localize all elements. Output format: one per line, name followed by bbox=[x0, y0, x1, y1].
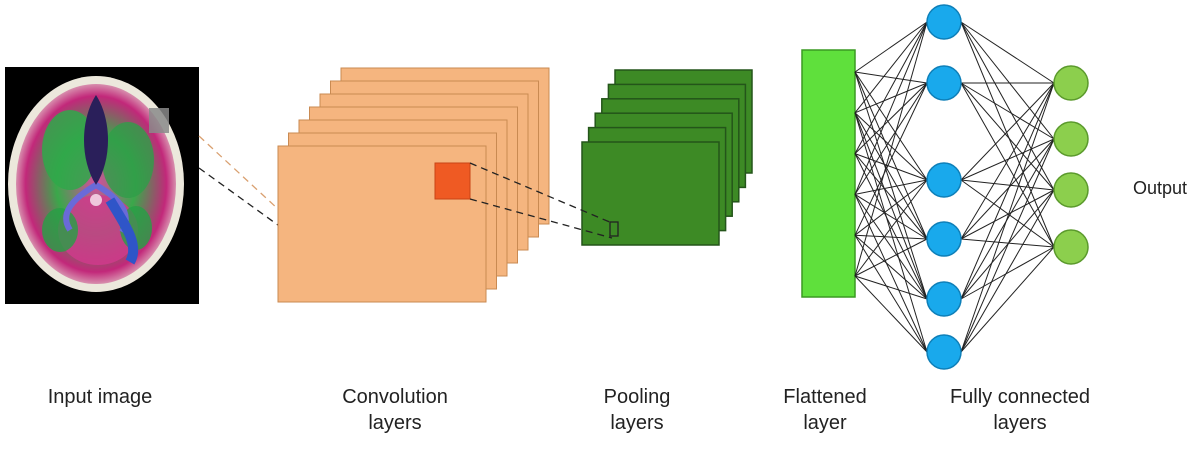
edge-flat-hidden bbox=[854, 179, 928, 236]
convolution-layers bbox=[277, 67, 550, 303]
edge-hidden-output bbox=[960, 82, 1055, 140]
edge-flat-hidden bbox=[854, 21, 928, 114]
edge-flat-hidden bbox=[854, 71, 928, 84]
edge-hidden-output bbox=[960, 189, 1055, 353]
edge-flat-hidden bbox=[854, 179, 928, 277]
edge-flat-hidden bbox=[854, 82, 928, 154]
edge-hidden-output bbox=[960, 82, 1055, 300]
output-node bbox=[1053, 172, 1089, 208]
edge-flat-hidden bbox=[854, 82, 928, 195]
hidden-node bbox=[926, 334, 962, 370]
edge-hidden-output bbox=[960, 138, 1055, 240]
edge-hidden-output bbox=[960, 82, 1055, 353]
hidden-node bbox=[926, 221, 962, 257]
edge-flat-hidden bbox=[854, 71, 928, 300]
label-fully-connected-line1: Fully connected bbox=[949, 386, 1091, 408]
edge-flat-hidden bbox=[854, 153, 928, 181]
output-node bbox=[1053, 229, 1089, 265]
pooling-layer bbox=[581, 141, 720, 246]
output-node bbox=[1053, 65, 1089, 101]
edge-flat-hidden bbox=[854, 275, 928, 300]
edge-hidden-output bbox=[960, 82, 1055, 191]
edge-hidden-output bbox=[960, 179, 1055, 191]
hidden-node bbox=[926, 4, 962, 40]
edge-hidden-output bbox=[960, 21, 1055, 140]
hidden-nodes bbox=[926, 4, 962, 370]
edge-flat-hidden bbox=[854, 153, 928, 300]
label-pooling-layers: Pooling layers bbox=[577, 384, 697, 436]
network-connections bbox=[854, 21, 1055, 353]
edge-flat-hidden bbox=[854, 234, 928, 353]
label-flattened-line1: Flattened bbox=[783, 386, 867, 408]
edge-flat-hidden bbox=[854, 21, 928, 73]
edge-flat-hidden bbox=[854, 71, 928, 181]
edge-flat-hidden bbox=[854, 82, 928, 236]
label-pooling-line1: Pooling bbox=[603, 386, 671, 408]
edge-flat-hidden bbox=[854, 234, 928, 240]
edge-flat-hidden bbox=[854, 234, 928, 300]
label-input-image-text: Input image bbox=[47, 386, 153, 408]
hidden-node bbox=[926, 162, 962, 198]
convolution-filter bbox=[434, 162, 471, 200]
edge-flat-hidden bbox=[854, 112, 928, 353]
label-pooling-line2: layers bbox=[610, 412, 664, 434]
label-convolution-layers: Convolution layers bbox=[315, 384, 475, 436]
label-convolution-line2: layers bbox=[368, 412, 422, 434]
edge-flat-hidden bbox=[854, 21, 928, 195]
label-output: Output bbox=[1120, 175, 1200, 201]
input-image bbox=[5, 67, 326, 304]
edge-flat-hidden bbox=[854, 21, 928, 277]
label-flattened-line2: layer bbox=[803, 412, 847, 434]
edge-flat-hidden bbox=[854, 179, 928, 195]
label-flattened-layer: Flattened layer bbox=[760, 384, 890, 436]
filter-projection-lines bbox=[469, 162, 619, 239]
edge-hidden-output bbox=[960, 138, 1055, 353]
edge-flat-hidden bbox=[854, 275, 928, 353]
pooling-layers bbox=[581, 69, 753, 246]
output-node bbox=[1053, 121, 1089, 157]
edge-hidden-output bbox=[960, 246, 1055, 300]
edge-flat-hidden bbox=[854, 194, 928, 353]
label-input-image: Input image bbox=[20, 384, 180, 410]
label-fully-connected-layers: Fully connected layers bbox=[920, 384, 1120, 436]
edge-flat-hidden bbox=[854, 112, 928, 181]
edge-hidden-output bbox=[960, 21, 1055, 191]
label-output-text: Output bbox=[1132, 178, 1188, 198]
edge-hidden-output bbox=[960, 82, 1055, 248]
edge-hidden-output bbox=[960, 138, 1055, 181]
edge-hidden-output bbox=[960, 82, 1055, 240]
edge-hidden-output bbox=[960, 21, 1055, 248]
edge-flat-hidden bbox=[854, 194, 928, 300]
edge-flat-hidden bbox=[854, 238, 928, 277]
edge-flat-hidden bbox=[854, 112, 928, 240]
label-fully-connected-line2: layers bbox=[993, 412, 1047, 434]
edge-hidden-output bbox=[960, 246, 1055, 353]
edge-hidden-output bbox=[960, 238, 1055, 248]
hidden-node bbox=[926, 281, 962, 317]
edge-flat-hidden bbox=[854, 71, 928, 240]
flattened-layer bbox=[801, 49, 856, 298]
output-nodes bbox=[1053, 65, 1089, 265]
edge-flat-hidden bbox=[854, 21, 928, 154]
edge-flat-hidden bbox=[854, 82, 928, 114]
edge-flat-hidden bbox=[854, 153, 928, 240]
edge-hidden-output bbox=[960, 82, 1055, 181]
edge-flat-hidden bbox=[854, 193, 928, 240]
label-convolution-line1: Convolution bbox=[342, 386, 448, 408]
edge-hidden-output bbox=[960, 21, 1055, 84]
edge-flat-hidden bbox=[854, 112, 928, 300]
edge-hidden-output bbox=[960, 179, 1055, 248]
edge-hidden-output bbox=[960, 189, 1055, 240]
hidden-node bbox=[926, 65, 962, 101]
